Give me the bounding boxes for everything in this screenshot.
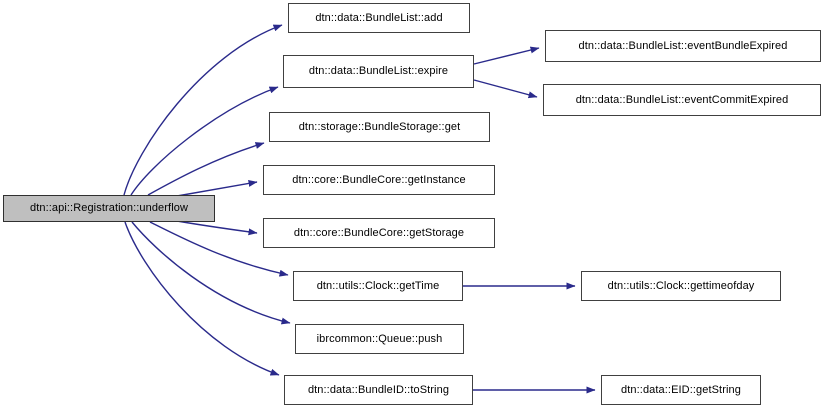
node-bundlelist-eventbundleexpired[interactable]: dtn::data::BundleList::eventBundleExpire…: [545, 30, 821, 62]
edge-root-to-tostring: [124, 221, 280, 376]
edge-root-to-bundlestorage-get: [147, 142, 265, 196]
edge-root-to-expire: [130, 86, 279, 196]
node-label: dtn::data::BundleList::eventCommitExpire…: [575, 93, 789, 106]
node-bundlecore-getstorage[interactable]: dtn::core::BundleCore::getStorage: [263, 218, 495, 248]
node-eid-getstring[interactable]: dtn::data::EID::getString: [601, 375, 761, 405]
edge-root-to-add: [123, 24, 283, 196]
edge-root-to-getstorage: [176, 220, 258, 236]
node-bundlelist-add[interactable]: dtn::data::BundleList::add: [288, 3, 470, 33]
node-clock-gettimeofday[interactable]: dtn::utils::Clock::gettimeofday: [581, 271, 781, 301]
node-label: dtn::data::BundleID::toString: [307, 383, 450, 396]
node-label: ibrcommon::Queue::push: [316, 332, 443, 345]
node-registration-underflow[interactable]: dtn::api::Registration::underflow: [3, 195, 215, 222]
node-bundlelist-expire[interactable]: dtn::data::BundleList::expire: [283, 55, 474, 88]
node-bundlestorage-get[interactable]: dtn::storage::BundleStorage::get: [269, 112, 490, 142]
node-clock-gettime[interactable]: dtn::utils::Clock::getTime: [293, 271, 463, 301]
node-label: dtn::core::BundleCore::getInstance: [292, 173, 466, 186]
node-bundleid-tostring[interactable]: dtn::data::BundleID::toString: [284, 375, 473, 405]
node-bundlecore-getinstance[interactable]: dtn::core::BundleCore::getInstance: [263, 165, 495, 195]
node-label: dtn::utils::Clock::gettimeofday: [607, 279, 755, 292]
node-label: dtn::data::EID::getString: [621, 383, 741, 396]
node-label: dtn::core::BundleCore::getStorage: [293, 226, 465, 239]
node-label: dtn::data::BundleList::add: [315, 11, 443, 24]
node-label: dtn::data::BundleList::expire: [308, 65, 449, 77]
node-queue-push[interactable]: ibrcommon::Queue::push: [295, 324, 464, 354]
node-label: dtn::api::Registration::underflow: [30, 202, 188, 214]
edge-expire-to-eventcommitexpired: [473, 79, 538, 99]
edge-expire-to-eventbundleexpired: [473, 46, 540, 65]
node-label: dtn::storage::BundleStorage::get: [298, 120, 461, 133]
node-label: dtn::data::BundleList::eventBundleExpire…: [578, 39, 788, 52]
node-bundlelist-eventcommitexpired[interactable]: dtn::data::BundleList::eventCommitExpire…: [543, 84, 821, 116]
node-label: dtn::utils::Clock::getTime: [316, 279, 440, 292]
edge-root-to-getinstance: [176, 179, 258, 197]
